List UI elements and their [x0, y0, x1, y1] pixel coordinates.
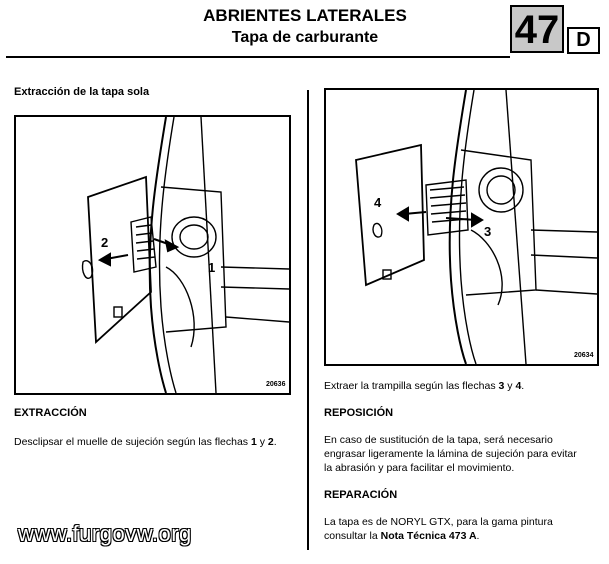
figure-code: 20636 — [266, 381, 286, 388]
reparacion-heading: REPARACIÓN — [324, 489, 398, 501]
figure-code: 20634 — [574, 352, 594, 359]
watermark-text: www.furgovw.org — [18, 521, 192, 546]
reparacion-text: La tapa es de NORYL GTX, para la gama pi… — [324, 516, 553, 542]
arrow-label-2: 2 — [101, 235, 108, 250]
header-rule — [6, 56, 510, 58]
page-subtitle: Tapa de carburante — [231, 29, 379, 46]
arrow-label-3: 3 — [484, 224, 491, 239]
flap-caption: Extraer la trampilla según las flechas 3… — [324, 380, 525, 392]
reposicion-heading: REPOSICIÓN — [324, 407, 394, 419]
arrow-label-1: 1 — [208, 260, 215, 275]
arrow-label-4: 4 — [374, 195, 382, 210]
column-divider — [307, 90, 309, 550]
chapter-number-box: 47 — [510, 5, 564, 53]
section-letter-box: D — [567, 27, 600, 54]
extraction-text: Desclipsar el muelle de sujeción según l… — [14, 436, 277, 448]
reposicion-text: En caso de sustitución de la tapa, será … — [324, 434, 577, 474]
intro-heading: Extracción de la tapa sola — [14, 86, 150, 98]
extraction-heading: EXTRACCIÓN — [14, 407, 87, 419]
page-title: ABRIENTES LATERALES — [203, 6, 407, 25]
figure-flap-drawing: 4 3 — [355, 90, 597, 364]
figure-flap: 4 3 20634 — [324, 88, 599, 366]
figure-removal-drawing: 2 1 — [81, 117, 289, 393]
figure-removal: 2 1 20636 — [14, 115, 291, 395]
